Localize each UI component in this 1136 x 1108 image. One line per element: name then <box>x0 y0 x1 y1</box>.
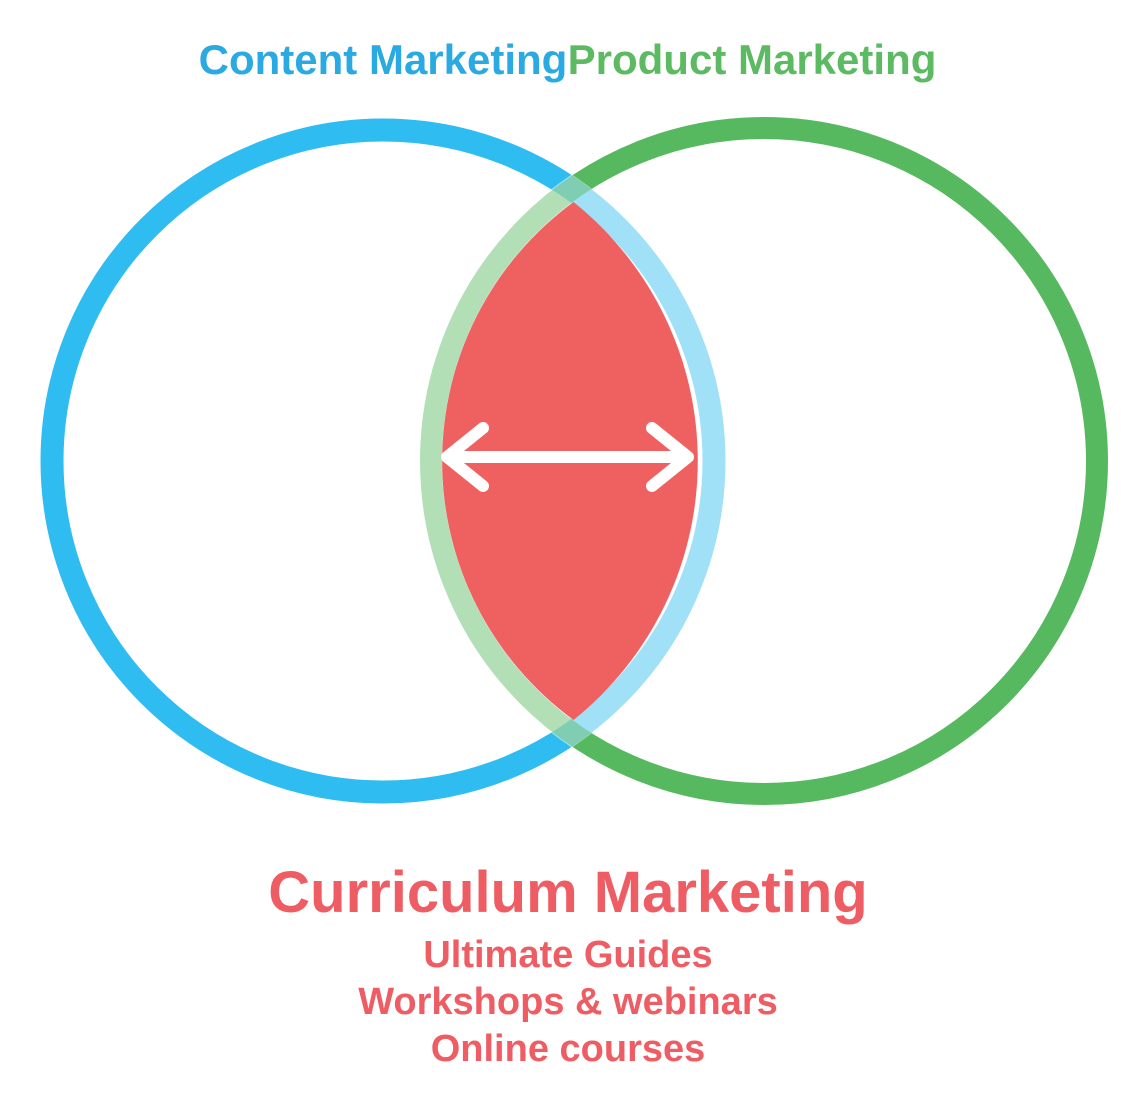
intersection-description: Curriculum Marketing Ultimate Guides Wor… <box>0 858 1136 1073</box>
intersection-item-online-courses: Online courses <box>430 1027 706 1070</box>
content-circle-pale-arc <box>419 118 726 804</box>
curriculum-marketing-heading: Curriculum Marketing <box>268 860 868 925</box>
product-circle-pale-arc <box>420 118 726 804</box>
double-arrow-icon <box>441 422 694 492</box>
intersection-item-workshops-webinars: Workshops & webinars <box>358 980 778 1023</box>
content-marketing-label: Content Marketing <box>198 36 568 83</box>
intersection-item-ultimate-guides: Ultimate Guides <box>423 933 713 976</box>
product-marketing-label: Product Marketing <box>567 36 937 83</box>
